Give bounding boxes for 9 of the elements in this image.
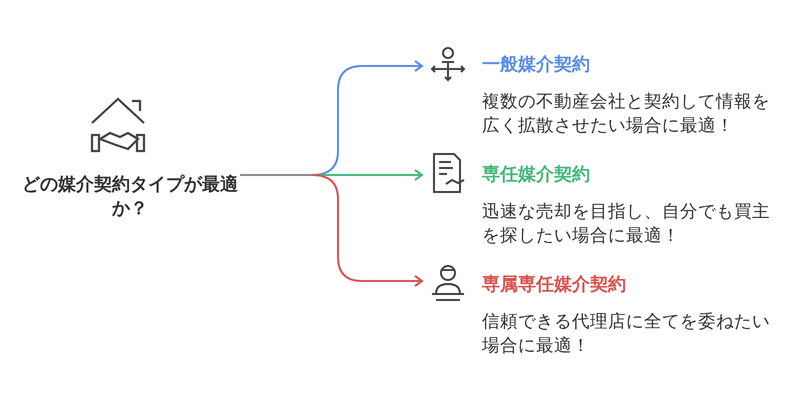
option-description: 信頼できる代理店に全てを委ねたい場合に最適！	[482, 311, 771, 358]
question-text: どの媒介契約タイプが最適か？	[21, 173, 239, 221]
option-heading: 専任媒介契約	[482, 164, 590, 186]
option-description: 複数の不動産会社と契約して情報を広く拡散させたい場合に最適！	[482, 91, 771, 138]
connector-trunk	[240, 174, 312, 176]
option-heading: 一般媒介契約	[482, 54, 590, 76]
option-heading: 専属専任媒介契約	[482, 274, 626, 296]
option-description: 迅速な売却を目指し、自分でも買主を探したい場合に最適！	[482, 201, 771, 248]
arrow	[312, 174, 423, 287]
